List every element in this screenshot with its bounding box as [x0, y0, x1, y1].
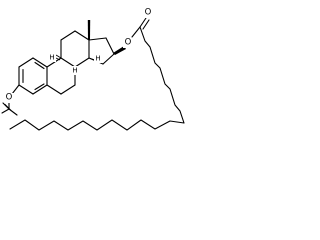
h14-label: H [95, 55, 100, 63]
molecule-drawing: H H H O O O [1, 8, 185, 131]
ring-b [46, 57, 76, 95]
ester-carbonyl-oxygen-label: O [145, 8, 152, 18]
acetate-oxygen-label: O [6, 93, 13, 103]
ring-c [60, 30, 90, 68]
h9-stereo: H [48, 53, 62, 62]
ester-oxygen-label: O [125, 38, 132, 48]
alkyl-chain [9, 26, 185, 131]
structure-diagram: H H H O O O [0, 0, 202, 166]
h14-stereo: H [88, 54, 102, 63]
acetate-group: O [1, 84, 20, 116]
ring-a-aromatic [18, 57, 48, 95]
ester-wedge [113, 46, 126, 55]
ester-group: O O [113, 8, 153, 55]
methyl-wedge [87, 20, 91, 40]
h8-label: H [72, 67, 77, 75]
h8-stereo: H [71, 66, 79, 75]
h9-label: H [49, 54, 54, 62]
